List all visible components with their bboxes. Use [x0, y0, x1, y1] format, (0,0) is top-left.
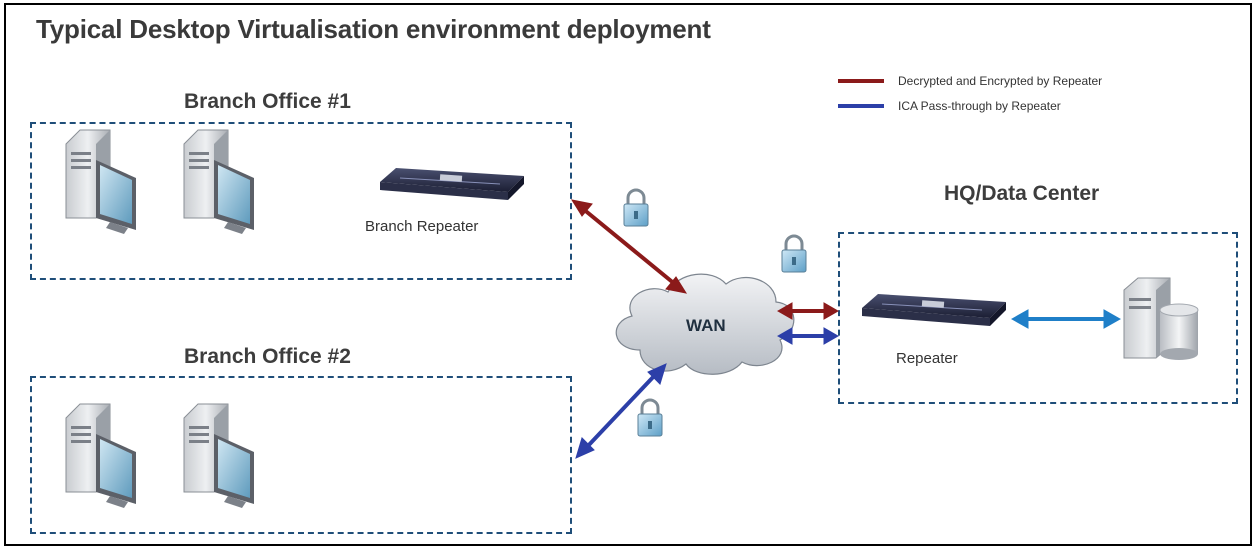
legend-line-encrypted — [838, 79, 884, 83]
branch-repeater-icon — [379, 167, 525, 201]
wan-label: WAN — [686, 316, 726, 335]
storage-icon — [1159, 303, 1199, 360]
workstation-icon — [65, 403, 137, 509]
diagram-title: Typical Desktop Virtualisation environme… — [36, 14, 711, 44]
branch-office-1-box — [30, 122, 572, 280]
branch-repeater-label: Branch Repeater — [365, 218, 479, 235]
hq-repeater-label: Repeater — [896, 350, 958, 367]
passthrough-link-wan-hq — [776, 327, 840, 345]
branch-office-1-title: Branch Office #1 — [184, 90, 351, 113]
legend-label-encrypted: Decrypted and Encrypted by Repeater — [898, 74, 1103, 88]
wan-cloud-icon — [615, 273, 795, 375]
hq-repeater-icon — [861, 293, 1007, 327]
workstation-icon — [183, 129, 255, 235]
lock-icon — [780, 234, 808, 274]
encrypted-link-wan-hq — [776, 302, 840, 320]
hq-title: HQ/Data Center — [944, 182, 1100, 205]
branch-office-2-title: Branch Office #2 — [184, 345, 351, 368]
passthrough-link-branch2-wan — [575, 363, 667, 459]
legend-line-passthrough — [838, 104, 884, 108]
branch-office-2-box — [30, 376, 572, 534]
workstation-icon — [183, 403, 255, 509]
datacenter-link — [1010, 309, 1122, 329]
legend-label-passthrough: ICA Pass-through by Repeater — [898, 99, 1061, 113]
lock-icon — [622, 188, 650, 228]
hq-box — [838, 232, 1238, 404]
lock-icon — [636, 398, 664, 438]
workstation-icon — [65, 129, 137, 235]
encrypted-link-branch1-wan — [570, 199, 688, 294]
